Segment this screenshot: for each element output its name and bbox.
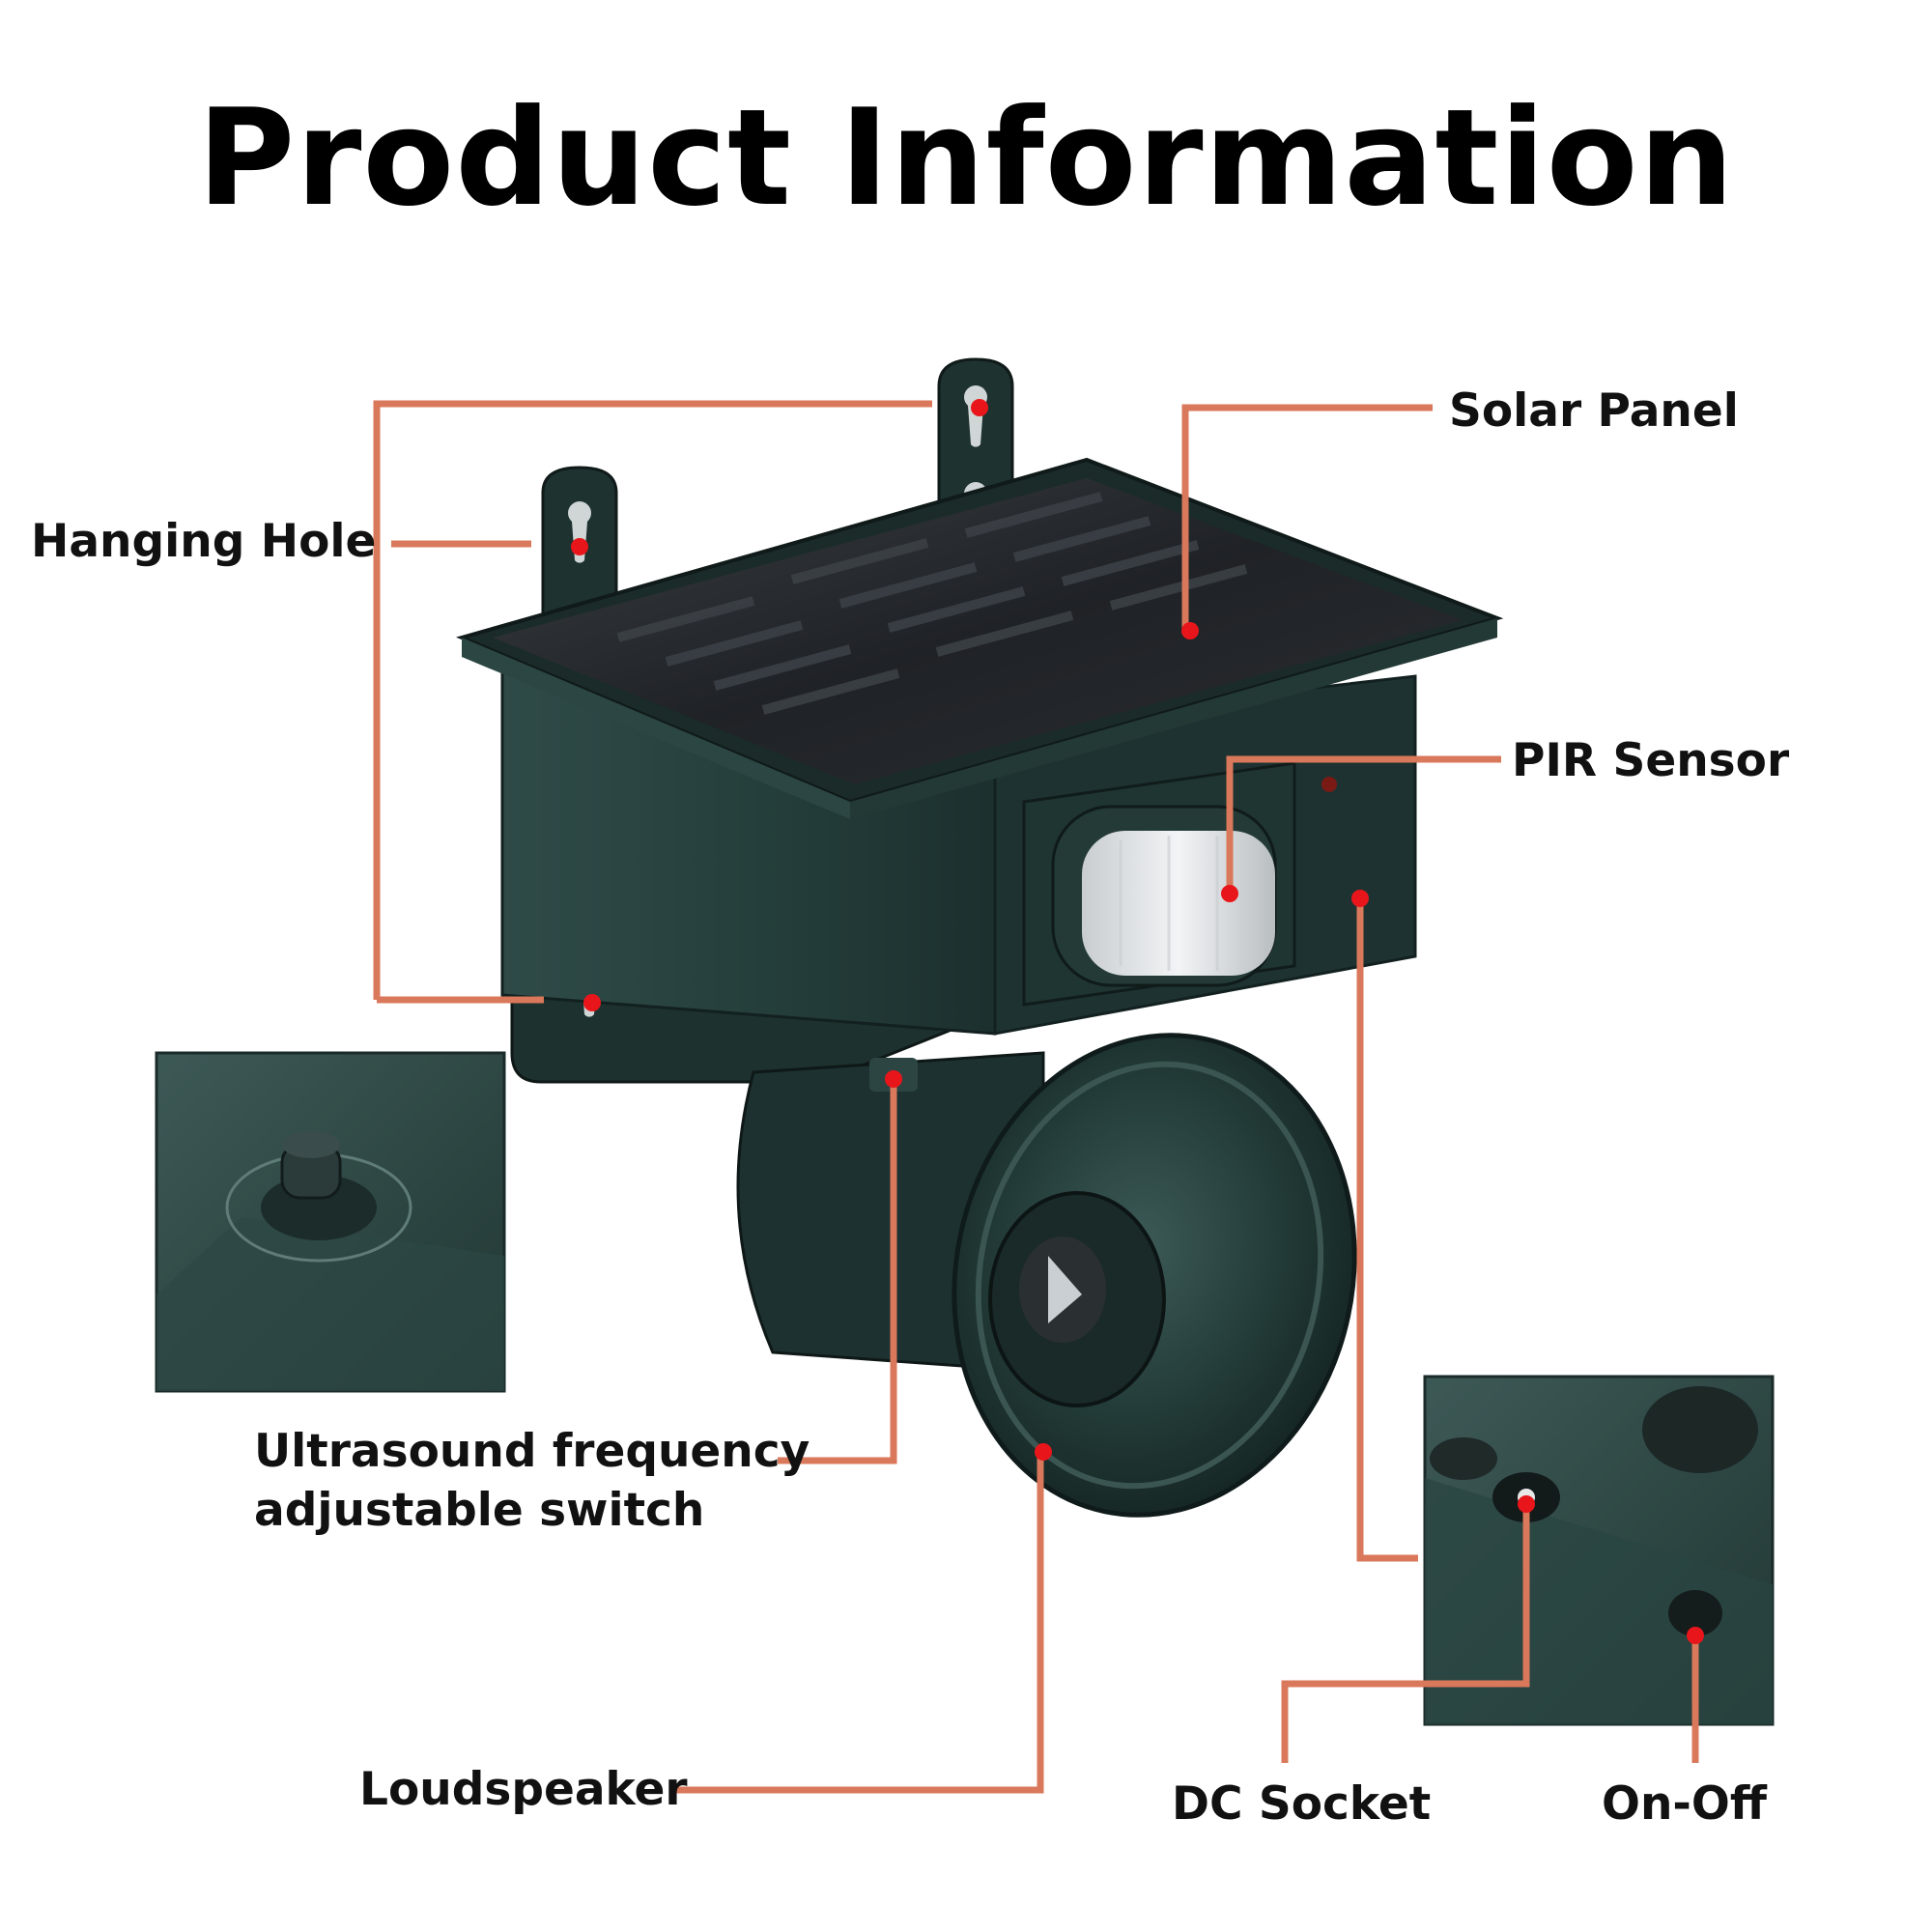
leader-hanging-hole-top (373, 400, 932, 1000)
leader-loudspeaker (676, 1449, 1044, 1794)
label-dc-socket: DC Socket (1172, 1777, 1432, 1831)
marker-dc-socket (1518, 1495, 1535, 1513)
marker-hanging-hole-bottom (583, 994, 601, 1011)
marker-frequency-switch (885, 1070, 902, 1088)
leader-dc-socket (1281, 1504, 1530, 1763)
label-loudspeaker: Loudspeaker (359, 1763, 688, 1816)
marker-hanging-hole-left (571, 538, 588, 555)
label-ultrasound-line2: adjustable switch (254, 1484, 705, 1538)
device-illustration (455, 357, 1504, 1518)
marker-pir-sensor (1221, 885, 1238, 902)
inset-frequency-switch (155, 1051, 506, 1393)
label-solar-panel: Solar Panel (1449, 384, 1739, 438)
leader-ultrasound (778, 1082, 897, 1464)
leader-dc-on-off-right (1356, 901, 1418, 1562)
label-hanging-hole: Hanging Hole (31, 515, 377, 568)
leader-solar-panel (1181, 404, 1433, 631)
label-on-off: On-Off (1602, 1777, 1767, 1831)
label-ultrasound-switch: Ultrasound frequency adjustable switch (254, 1422, 810, 1540)
solar-panel-surface (493, 478, 1463, 784)
marker-loudspeaker (1035, 1443, 1052, 1461)
marker-pir-side (1351, 890, 1369, 907)
marker-dots (571, 399, 1704, 1644)
loudspeaker-body (736, 1033, 1357, 1518)
marker-on-off (1687, 1627, 1704, 1644)
page-title: Product Information (197, 80, 1735, 236)
marker-hanging-hole-top (971, 399, 988, 416)
leader-pir-sensor (1226, 755, 1501, 891)
leader-lines (373, 400, 1699, 1794)
inset-dc-socket-switch (1423, 1375, 1775, 1726)
label-ultrasound-line1: Ultrasound frequency (254, 1425, 810, 1478)
pir-sensor-housing (1022, 761, 1337, 1007)
label-pir-sensor: PIR Sensor (1512, 734, 1790, 787)
marker-solar-panel (1181, 622, 1199, 639)
